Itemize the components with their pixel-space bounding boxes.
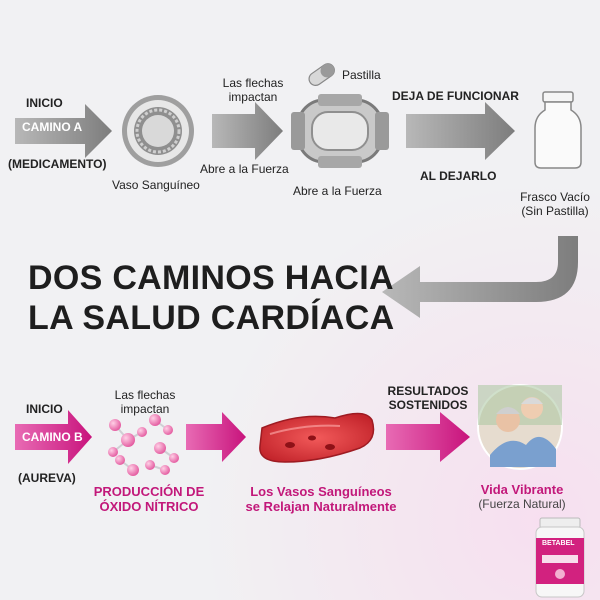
headline-line-2: LA SALUD CARDÍACA	[28, 299, 395, 337]
product-bottle-icon	[535, 517, 585, 598]
arrows-impact-label-a: Las flechas impactan	[222, 76, 284, 104]
camino-b-sub: (AUREVA)	[18, 471, 76, 485]
empty-bottle-icon	[534, 91, 582, 169]
arrows-impact-label-b: Las flechas impactan	[114, 388, 176, 416]
bottle-label: Frasco Vacío (Sin Pastilla)	[520, 190, 590, 218]
stops-label: DEJA DE FUNCIONAR	[392, 89, 519, 103]
headline-line-1: DOS CAMINOS HACIA	[28, 259, 394, 297]
opens-force-label-2: Abre a la Fuerza	[293, 184, 382, 198]
product-name: BETABEL	[542, 540, 575, 547]
production-arrow	[186, 412, 246, 462]
vessels-relax-label: Los Vasos Sanguíneos se Relajan Naturalm…	[245, 484, 397, 514]
impact-arrow	[212, 102, 283, 160]
results-arrow	[386, 412, 470, 462]
vibrant-life-label: Vida Vibrante (Fuerza Natural)	[478, 482, 566, 511]
results-label: RESULTADOS SOSTENIDOS	[387, 384, 469, 412]
camino-a-sub: (MEDICAMENTO)	[8, 157, 107, 171]
production-label: PRODUCCIÓN DE ÓXIDO NÍTRICO	[93, 484, 205, 514]
molecules-icon	[108, 414, 179, 476]
start-label-b: INICIO	[26, 402, 63, 416]
headline: DOS CAMINOS HACIA LA SALUD CARDÍACA	[28, 258, 394, 338]
opens-force-label-1: Abre a la Fuerza	[200, 162, 289, 176]
stop-arrow	[406, 102, 515, 160]
couple-photo-icon	[477, 384, 563, 470]
pill-label: Pastilla	[342, 68, 381, 82]
clamped-vessel-icon	[291, 94, 389, 168]
camino-a-arrow	[15, 104, 112, 158]
vessel-ring-icon	[122, 95, 194, 167]
return-arrow	[382, 236, 578, 318]
camino-a-label: CAMINO A	[22, 120, 83, 134]
relaxed-vessel-icon	[259, 412, 375, 463]
start-label-a: INICIO	[26, 96, 63, 110]
camino-b-label: CAMINO B	[22, 430, 83, 444]
leaving-label: AL DEJARLO	[420, 169, 497, 183]
vessel-label: Vaso Sanguíneo	[112, 178, 200, 192]
camino-b-arrow	[15, 410, 92, 464]
pill-icon	[308, 63, 335, 86]
